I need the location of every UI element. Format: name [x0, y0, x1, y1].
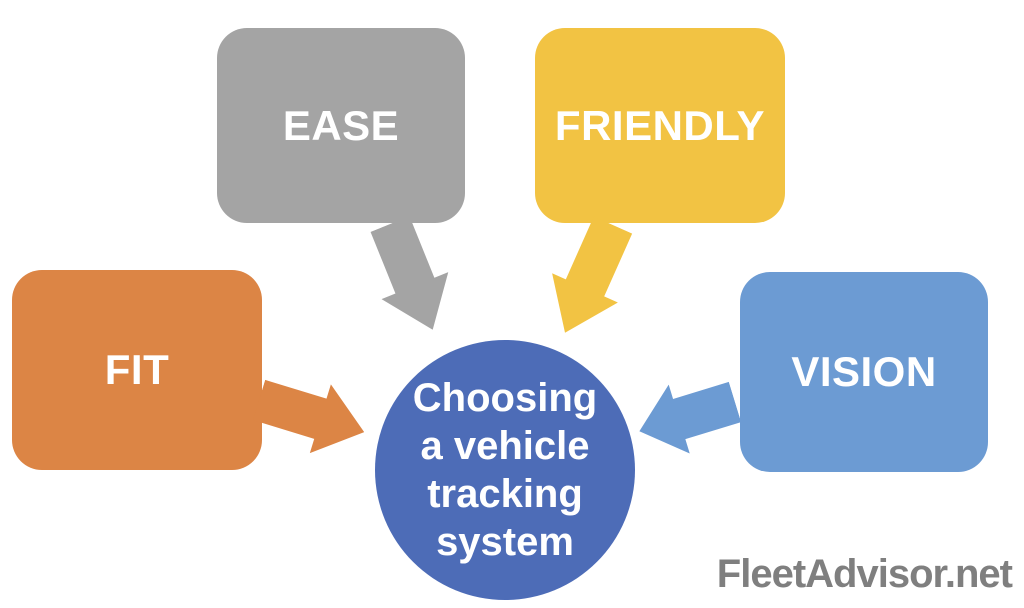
center-topic-line: system — [436, 520, 574, 564]
node-friendly: FRIENDLY — [535, 28, 785, 223]
watermark-fleetadvisor: FleetAdvisor.net — [716, 552, 1013, 596]
node-friendly-label: FRIENDLY — [554, 101, 766, 149]
arrow-fit-to-center-icon — [248, 366, 374, 467]
center-topic-line: a vehicle — [420, 424, 590, 468]
arrow-friendly-to-center-icon — [532, 210, 646, 347]
node-fit-label: FIT — [104, 346, 170, 393]
node-ease: EASE — [217, 28, 465, 223]
center-topic-circle: Choosing a vehicle tracking system — [375, 340, 635, 600]
arrow-vision-to-center-icon — [629, 368, 746, 466]
center-topic-line: tracking — [427, 472, 583, 516]
node-vision-label: VISION — [791, 348, 937, 395]
center-topic-line: Choosing — [412, 376, 598, 420]
node-ease-label: EASE — [282, 101, 400, 149]
arrow-ease-to-center-icon — [357, 211, 466, 344]
node-vision: VISION — [740, 272, 988, 472]
node-fit: FIT — [12, 270, 262, 470]
